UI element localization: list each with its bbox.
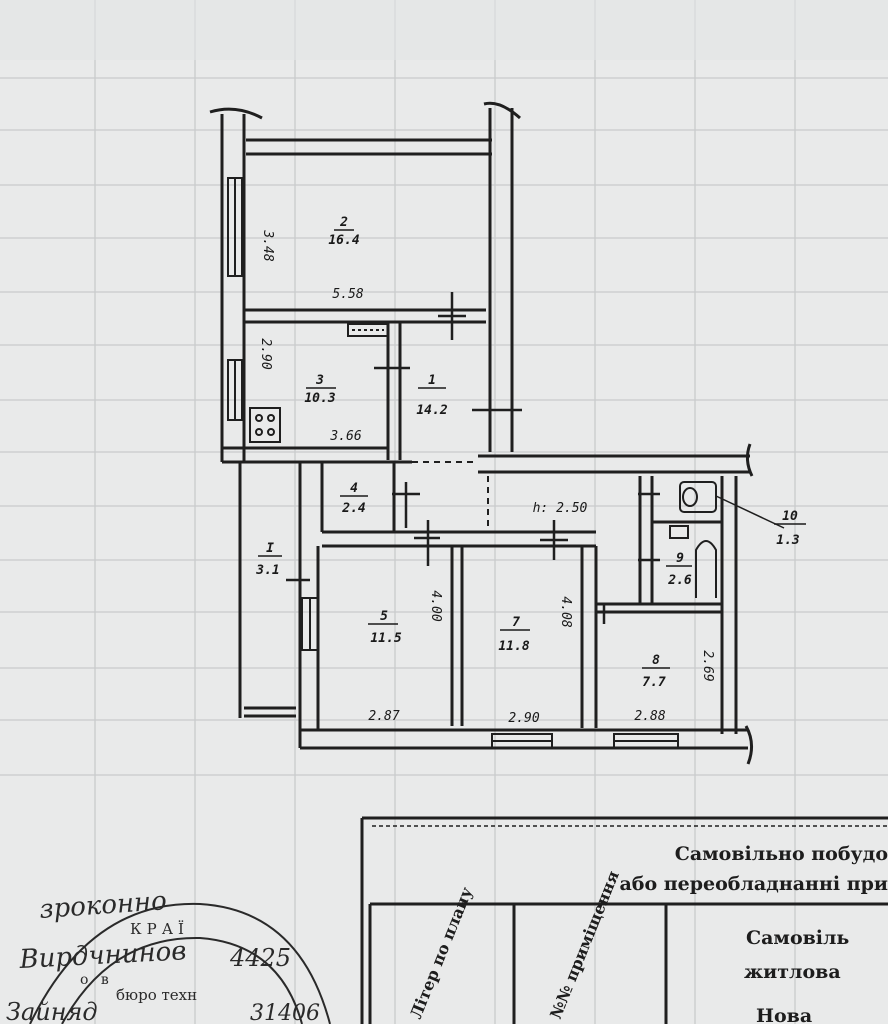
handwriting-number1: 4425 [229, 944, 291, 972]
dim-room5-height: 4.00 [428, 590, 443, 621]
dim-room7-height: 4.08 [558, 596, 573, 627]
plan-windows [227, 177, 679, 749]
plan-fixtures [249, 323, 785, 598]
plan-walls [209, 101, 754, 765]
table-col3-line2: житлова [744, 961, 841, 983]
ceiling-height-label: h: 2.50 [533, 501, 588, 516]
handwriting-line2: Вирдчнинов [18, 936, 187, 975]
stamp-ring-text2: бюро техн [116, 986, 197, 1004]
stamp-ring-text3: о в [80, 972, 113, 988]
table-col3-line1: Самовіль [746, 927, 849, 949]
room-I-area: 3.1 [255, 563, 279, 578]
room-10-id: 10 [782, 509, 798, 524]
room-7-id: 7 [512, 615, 520, 630]
room-3-area: 10.3 [304, 391, 335, 406]
room-2-area: 16.4 [328, 233, 359, 248]
room-3-id: 3 [315, 373, 324, 388]
room-10-area: 1.3 [776, 533, 800, 548]
room-8-area: 7.7 [642, 675, 666, 690]
room-5-id: 5 [380, 609, 388, 624]
room-1-id: 1 [428, 373, 436, 388]
room-9-area: 2.6 [667, 573, 692, 588]
table-title-line1: Самовільно побудо [675, 843, 888, 865]
room-2-id: 2 [339, 215, 348, 230]
dim-room7-width: 2.90 [508, 711, 539, 726]
room-4-area: 2.4 [341, 501, 366, 516]
dim-room8-width: 2.88 [634, 709, 665, 724]
dim-room2-height: 3.48 [260, 229, 275, 261]
dimension-labels: 3.48 5.58 2.90 3.66 4.00 4.08 2.69 2.87 … [258, 229, 715, 726]
handwriting-number2: 31406 [250, 1001, 320, 1024]
room-labels: 2 16.4 3 10.3 1 14.2 4 2.4 I 3.1 5 11.5 … [255, 215, 806, 690]
handwriting-line3: Зайняд [6, 998, 98, 1024]
dim-room2-width: 5.58 [332, 287, 363, 302]
stamp-text: зроконно Вирдчнинов Зайняд 4425 31406 КР… [6, 886, 320, 1024]
dim-room5-width: 2.87 [368, 709, 399, 724]
room-I-id: I [266, 541, 274, 556]
dim-room8-height: 2.69 [700, 650, 715, 681]
room-1-area: 14.2 [416, 403, 447, 418]
table-col3-line3: Нова [756, 1005, 812, 1024]
room-8-id: 8 [652, 653, 660, 668]
room-5-area: 11.5 [370, 631, 401, 646]
table-col-rooms: №№ приміщення [546, 868, 623, 1022]
dim-room3-height: 2.90 [258, 338, 273, 369]
dim-room3-width: 3.66 [329, 429, 361, 444]
stamp-ring-text1: КРАЇ [130, 920, 189, 938]
door-marks [286, 292, 660, 624]
room-9-id: 9 [676, 551, 684, 566]
registration-table: Самовільно побудо або переобладнанні при… [360, 816, 888, 1024]
table-title-line2: або переобладнанні при [619, 873, 888, 895]
room-4-id: 4 [350, 481, 358, 496]
room-7-area: 11.8 [498, 639, 529, 654]
official-stamp [29, 902, 331, 1024]
